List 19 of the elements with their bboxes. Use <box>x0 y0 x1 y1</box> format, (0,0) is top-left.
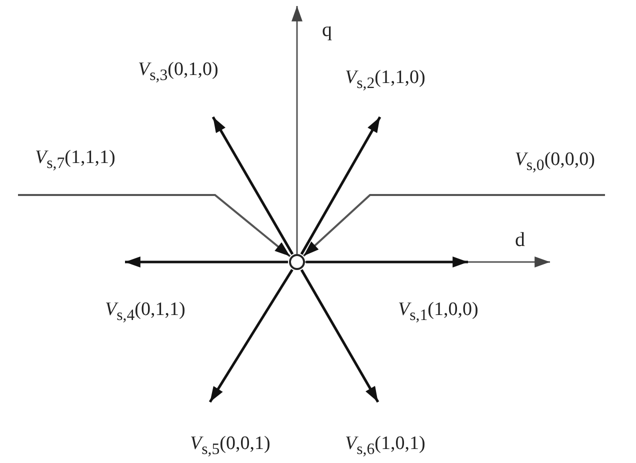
vector-arrow <box>208 268 294 403</box>
axis-label: d <box>515 230 525 250</box>
axis-label: q <box>322 20 332 40</box>
vector-label: V$_{s,0}$(0,0,0) <box>514 150 595 174</box>
vector-label: V$_{s,6}$(1,0,1) <box>345 434 426 458</box>
vector-arrow <box>212 116 294 255</box>
vector-label: V$_{s,4}$(0,1,1) <box>105 300 186 324</box>
vector-arrow <box>125 256 288 268</box>
vector-arrow <box>306 256 468 268</box>
vector-label: V$_{s,2}$(1,1,0) <box>345 68 426 92</box>
leader-line <box>302 194 605 257</box>
vector-label: V$_{s,5}$(0,0,1) <box>190 434 270 458</box>
vector-arrow <box>300 116 382 255</box>
vector-label: V$_{s,1}$(1,0,0) <box>398 300 478 324</box>
vector-label: V$_{s,3}$(0,1,0) <box>138 60 218 84</box>
leader-line <box>18 194 291 258</box>
vector-arrow <box>300 269 380 403</box>
vector-label: V$_{s,7}$(1,1,1) <box>35 148 116 172</box>
origin-circle <box>289 254 305 270</box>
